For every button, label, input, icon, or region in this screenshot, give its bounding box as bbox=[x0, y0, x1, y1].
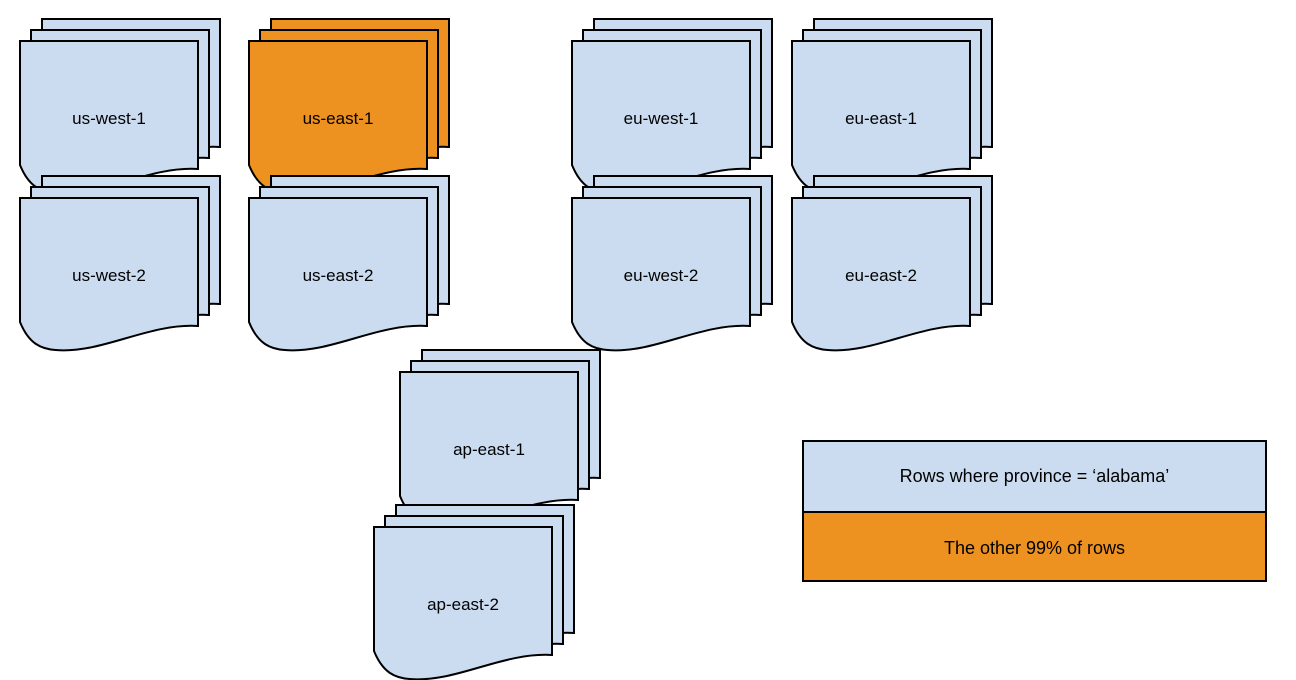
document-sheet bbox=[791, 40, 971, 195]
document-stack-shape-ap-east-2 bbox=[373, 504, 575, 680]
document-stack-shape-eu-west-2 bbox=[571, 175, 773, 352]
document-stack-shape-us-east-2 bbox=[248, 175, 450, 352]
document-sheet bbox=[791, 197, 971, 352]
document-sheet bbox=[399, 371, 579, 526]
legend-other: The other 99% of rows bbox=[804, 513, 1265, 580]
document-sheet bbox=[571, 197, 751, 352]
document-stack-shape-us-west-1 bbox=[19, 18, 221, 195]
document-sheet bbox=[19, 40, 199, 195]
legend-highlight: Rows where province = ‘alabama’ bbox=[804, 442, 1265, 513]
document-stack-shape-us-west-2 bbox=[19, 175, 221, 352]
document-sheet bbox=[248, 40, 428, 195]
document-sheet bbox=[19, 197, 199, 352]
document-stack-shape-us-east-1 bbox=[248, 18, 450, 195]
legend: Rows where province = ‘alabama’The other… bbox=[802, 440, 1267, 582]
document-stack-shape-eu-east-1 bbox=[791, 18, 993, 195]
document-sheet bbox=[248, 197, 428, 352]
document-sheet bbox=[373, 526, 553, 680]
document-stack-shape-eu-west-1 bbox=[571, 18, 773, 195]
document-stack-shape-eu-east-2 bbox=[791, 175, 993, 352]
document-stack-shape-ap-east-1 bbox=[399, 349, 601, 526]
document-sheet bbox=[571, 40, 751, 195]
